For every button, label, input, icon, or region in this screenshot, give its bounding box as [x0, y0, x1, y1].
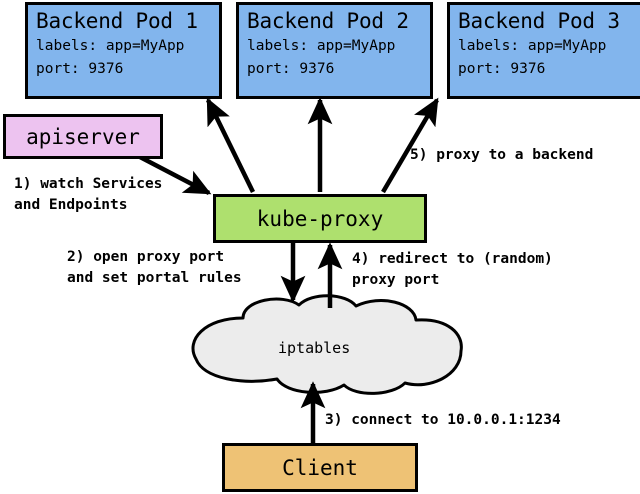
backend-pod-2-labels: labels: app=MyApp [247, 38, 396, 54]
backend-pod-2-port: port: 9376 [247, 61, 335, 77]
backend-pod-1-labels: labels: app=MyApp [36, 38, 185, 54]
backend-pod-3-port: port: 9376 [458, 61, 546, 77]
edge-label-proxy-backend: 5) proxy to a backend [410, 147, 594, 163]
kube-proxy-box[interactable]: kube-proxy [213, 194, 427, 243]
backend-pod-2-box[interactable]: Backend Pod 2 labels: app=MyApp port: 93… [236, 2, 433, 99]
backend-pod-2-title: Backend Pod 2 [247, 9, 409, 33]
edge-label-open-proxy-port-line1: 2) open proxy port [67, 249, 225, 265]
edge-label-open-proxy-port-line2: and set portal rules [67, 270, 242, 286]
client-box[interactable]: Client [222, 443, 418, 492]
iptables-label: iptables [278, 339, 351, 357]
backend-pod-3-labels: labels: app=MyApp [458, 38, 607, 54]
apiserver-label: apiserver [26, 124, 140, 149]
edge-kubeproxy-to-pod1 [205, 97, 256, 193]
edge-apiserver-to-kubeproxy [138, 155, 212, 195]
backend-pod-1-port: port: 9376 [36, 61, 124, 77]
edge-label-connect: 3) connect to 10.0.0.1:1234 [325, 412, 561, 428]
backend-pod-1-title: Backend Pod 1 [36, 9, 198, 33]
apiserver-box[interactable]: apiserver [3, 114, 163, 159]
backend-pod-3-box[interactable]: Backend Pod 3 labels: app=MyApp port: 93… [447, 2, 640, 99]
edge-label-watch-line2: and Endpoints [14, 197, 128, 213]
client-label: Client [282, 455, 358, 480]
edge-label-watch-line1: 1) watch Services [14, 176, 163, 192]
edge-label-redirect-line1: 4) redirect to (random) [352, 251, 553, 267]
edge-kubeproxy-to-pod3 [381, 97, 439, 194]
backend-pod-3-title: Backend Pod 3 [458, 9, 620, 33]
edge-label-redirect-line2: proxy port [352, 272, 440, 288]
iptables-cloud-shape [191, 294, 463, 395]
backend-pod-1-box[interactable]: Backend Pod 1 labels: app=MyApp port: 93… [25, 2, 222, 99]
kube-proxy-label: kube-proxy [256, 206, 384, 231]
